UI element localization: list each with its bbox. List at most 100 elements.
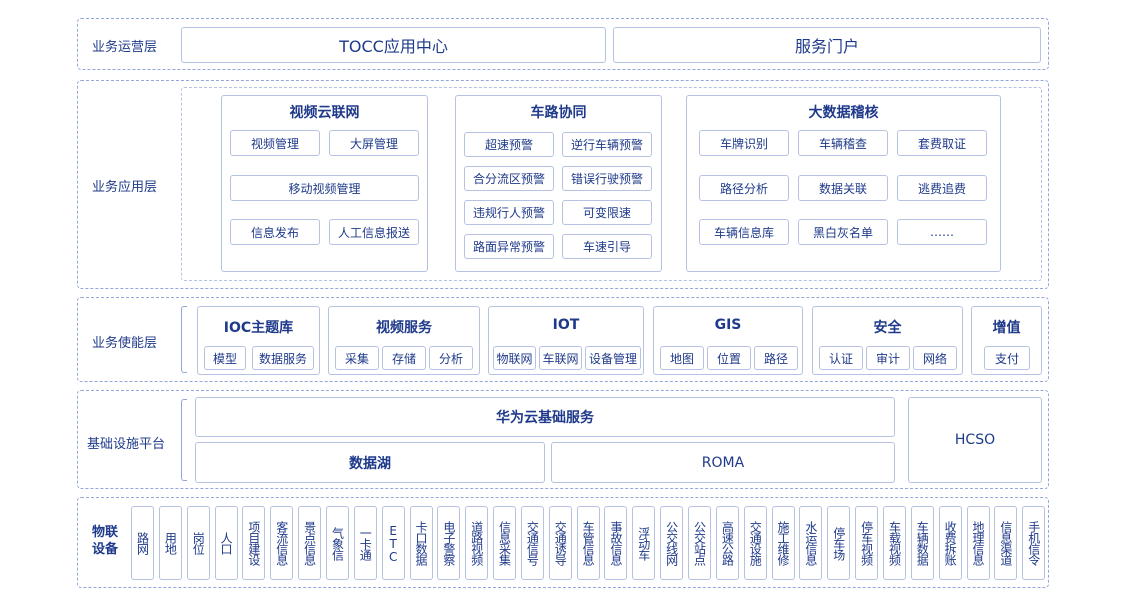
device-item[interactable]: 车辆数据 [910, 506, 934, 580]
group-video-cloud-title: 视频云联网 [289, 105, 360, 121]
group-ioc: IOC主题库 模型 数据服务 [197, 306, 320, 375]
group-iot: IOT 物联网 车联网 设备管理 [488, 306, 644, 375]
app-layer-label: 业务应用层 [92, 180, 158, 195]
chip-plate-recognition[interactable]: 车牌识别 [699, 130, 789, 156]
device-item[interactable]: 水运信息 [799, 506, 823, 580]
chip-audit[interactable]: 审计 [866, 346, 910, 370]
chip-analysis[interactable]: 分析 [429, 346, 473, 370]
chip-info-publish[interactable]: 信息发布 [230, 219, 320, 245]
enable-bracket [181, 306, 187, 373]
chip-pedestrian-warning[interactable]: 违规行人预警 [464, 200, 554, 225]
chip-route[interactable]: 路径 [754, 346, 798, 370]
device-item[interactable]: 用地 [158, 506, 182, 580]
chip-evasion-recovery[interactable]: 逃费追费 [897, 175, 987, 201]
chip-location[interactable]: 位置 [707, 346, 751, 370]
hcso[interactable]: HCSO [908, 397, 1042, 483]
chip-storage[interactable]: 存储 [382, 346, 426, 370]
roma[interactable]: ROMA [551, 442, 895, 483]
device-item[interactable]: 车管信息 [576, 506, 600, 580]
chip-manual-report[interactable]: 人工信息报送 [329, 219, 419, 245]
device-item[interactable]: 地理信息 [966, 506, 990, 580]
chip-iot-net[interactable]: 物联网 [493, 346, 536, 370]
device-item[interactable]: 交通设施 [743, 506, 767, 580]
device-item[interactable]: 交通诱导 [548, 506, 572, 580]
device-item[interactable]: 信息渠道 [994, 506, 1018, 580]
device-item[interactable]: 客流信息 [270, 506, 294, 580]
device-item[interactable]: 一卡通 [353, 506, 377, 580]
group-iot-title: IOT [552, 317, 580, 333]
huawei-cloud-base[interactable]: 华为云基础服务 [195, 397, 895, 437]
data-lake[interactable]: 数据湖 [195, 442, 545, 483]
device-item[interactable]: 收费拆账 [938, 506, 962, 580]
iot-layer-label: 物联设备 [91, 525, 118, 557]
group-vehicle-road-title: 车路协同 [530, 105, 587, 121]
chip-capture[interactable]: 采集 [335, 346, 379, 370]
ops-layer: 业务运营层 TOCC应用中心 服务门户 [77, 18, 1049, 70]
ops-layer-label: 业务运营层 [92, 40, 158, 55]
chip-auth[interactable]: 认证 [819, 346, 863, 370]
device-item[interactable]: 公交站点 [688, 506, 711, 580]
device-item[interactable]: 高速公路 [715, 506, 739, 580]
chip-data-association[interactable]: 数据关联 [798, 175, 888, 201]
chip-path-analysis[interactable]: 路径分析 [699, 175, 789, 201]
chip-map[interactable]: 地图 [660, 346, 704, 370]
chip-speed-guide[interactable]: 车速引导 [562, 234, 652, 259]
chip-variable-speed[interactable]: 可变限速 [562, 200, 652, 225]
device-item[interactable]: 交通信号 [520, 506, 544, 580]
device-item[interactable]: 公交线网 [660, 506, 684, 580]
chip-vehicle-net[interactable]: 车联网 [539, 346, 582, 370]
group-security: 安全 认证 审计 网络 [812, 306, 963, 375]
chip-vehicle-audit[interactable]: 车辆稽查 [798, 130, 888, 156]
group-gis: GIS 地图 位置 路径 [653, 306, 803, 375]
group-gis-title: GIS [714, 317, 742, 333]
chip-vehicle-db[interactable]: 车辆信息库 [699, 219, 789, 245]
chip-model[interactable]: 模型 [204, 346, 246, 370]
enable-layer: 业务使能层 IOC主题库 模型 数据服务 视频服务 采集 存储 分析 IOT 物… [77, 297, 1049, 382]
chip-mobile-video[interactable]: 移动视频管理 [230, 175, 419, 201]
chip-data-service[interactable]: 数据服务 [252, 346, 314, 370]
chip-device-manage[interactable]: 设备管理 [585, 346, 641, 370]
chip-payment[interactable]: 支付 [984, 346, 1030, 370]
tocc-app-center[interactable]: TOCC应用中心 [181, 27, 606, 63]
infra-layer-label: 基础设施平台 [87, 437, 166, 452]
device-item[interactable]: 信息采集 [493, 506, 517, 580]
app-inner-frame [181, 87, 1042, 281]
group-security-title: 安全 [873, 320, 902, 336]
device-item[interactable]: 停车视频 [855, 506, 879, 580]
device-item[interactable]: 浮动车 [632, 506, 656, 580]
chip-road-anomaly[interactable]: 路面异常预警 [464, 234, 554, 259]
chip-misdrive-warning[interactable]: 错误行驶预警 [562, 166, 652, 191]
device-item[interactable]: 岗位 [186, 506, 210, 580]
device-item[interactable]: 手机信令 [1022, 506, 1046, 580]
device-item[interactable]: 人口 [214, 506, 238, 580]
group-video-service: 视频服务 采集 存储 分析 [328, 306, 480, 375]
chip-speed-warning[interactable]: 超速预警 [464, 132, 554, 157]
chip-bwg-list[interactable]: 黑白灰名单 [798, 219, 888, 245]
chip-wrongway-warning[interactable]: 逆行车辆预警 [562, 132, 652, 157]
group-bigdata-audit-title: 大数据稽核 [808, 105, 879, 121]
device-item[interactable]: 停车场 [827, 506, 851, 580]
device-item[interactable]: 道路视频 [465, 506, 489, 580]
device-item[interactable]: 事故信息 [604, 506, 628, 580]
chip-more[interactable]: …… [897, 219, 987, 245]
chip-fee-evidence[interactable]: 套费取证 [897, 130, 987, 156]
device-item[interactable]: 路网 [131, 506, 154, 580]
device-item[interactable]: 景点信息 [298, 506, 322, 580]
chip-network[interactable]: 网络 [913, 346, 957, 370]
chip-video-manage[interactable]: 视频管理 [230, 130, 320, 156]
service-portal[interactable]: 服务门户 [613, 27, 1041, 63]
device-item[interactable]: 气象信 [325, 506, 349, 580]
chip-merge-warning[interactable]: 合分流区预警 [464, 166, 554, 191]
device-item[interactable]: 卡口数据 [409, 506, 433, 580]
device-item[interactable]: 施工维修 [771, 506, 795, 580]
device-item[interactable]: ETC [381, 506, 405, 580]
device-item[interactable]: 项目建设 [242, 506, 266, 580]
device-item[interactable]: 电子警察 [437, 506, 461, 580]
chip-screen-manage[interactable]: 大屏管理 [329, 130, 419, 156]
infra-bracket [181, 399, 187, 481]
device-item[interactable]: 车载视频 [882, 506, 906, 580]
group-video-service-title: 视频服务 [376, 320, 432, 336]
group-value-added-title: 增值 [992, 320, 1021, 336]
enable-layer-label: 业务使能层 [92, 336, 158, 351]
